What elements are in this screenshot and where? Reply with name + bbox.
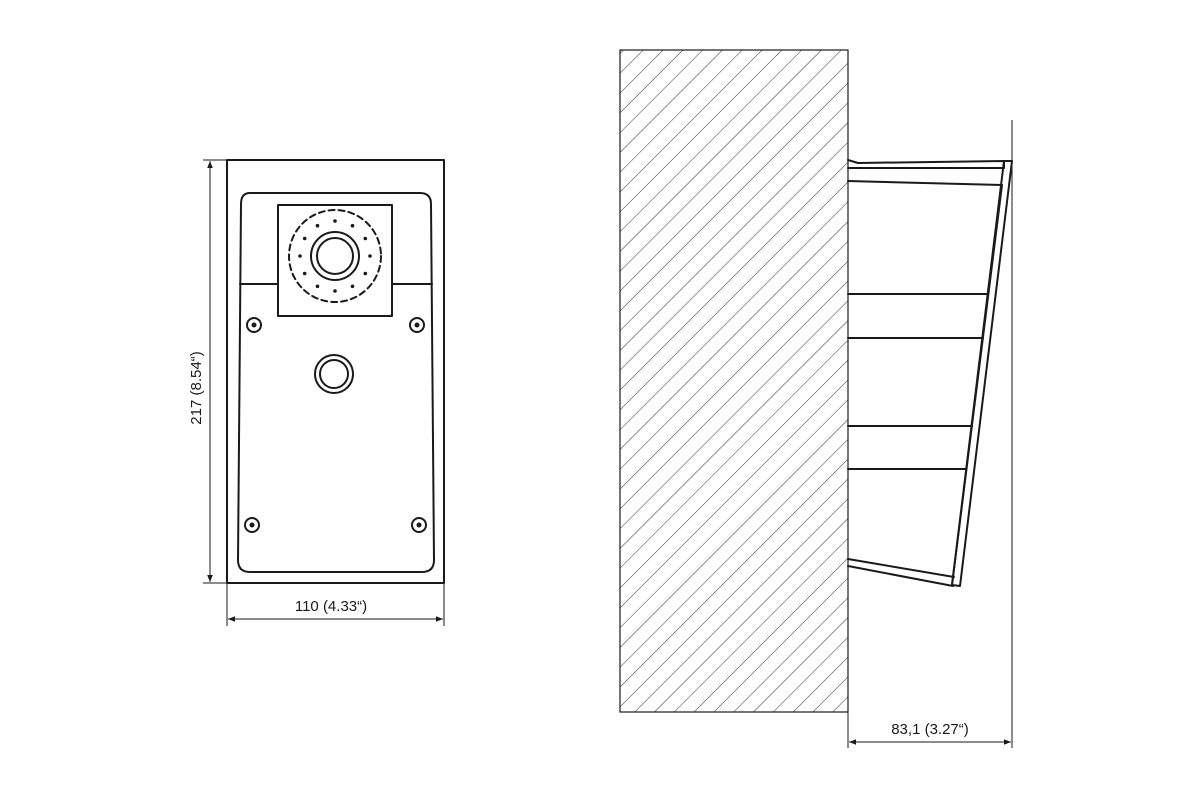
ir-led-ring [298,219,372,293]
height-dimension: 217 (8.54“) [188,159,227,584]
front-view: 217 (8.54“) 110 (4.33“) [188,159,445,626]
width-dimension: 110 (4.33“) [226,583,445,626]
side-view: 83,1 (3.27“) [619,49,1013,748]
ir-led-dot [315,284,320,289]
camera-dashed-ring [288,209,382,303]
height-dimension-label: 217 (8.54“) [188,351,205,424]
ir-led-dot [298,254,302,258]
ir-led-dot [302,236,307,241]
ir-led-dot [363,271,368,276]
ir-led-dot [302,271,307,276]
width-dimension-label: 110 (4.33“) [295,598,367,615]
screw-top-left [246,317,262,333]
ir-led-dot [333,289,337,293]
depth-dimension-label: 83,1 (3.27“) [891,721,969,738]
camera-lens-outer [310,231,360,281]
depth-dimension: 83,1 (3.27“) [847,120,1013,748]
ir-led-dot [333,219,337,223]
call-button-inner [319,359,349,389]
ir-led-dot [368,254,372,258]
screw-top-right [409,317,425,333]
ir-led-dot [350,223,355,228]
screw-bottom-left [244,517,260,533]
wall-section [619,49,849,713]
call-button-outer [314,354,354,394]
camera-lens-inner [316,237,354,275]
ir-led-dot [363,236,368,241]
front-inner-panel [237,192,435,573]
screw-bottom-right [411,517,427,533]
ir-led-dot [350,284,355,289]
ir-led-dot [315,223,320,228]
device-side-profile [847,159,1013,587]
camera-module [277,204,393,317]
front-outer-frame [226,159,445,584]
